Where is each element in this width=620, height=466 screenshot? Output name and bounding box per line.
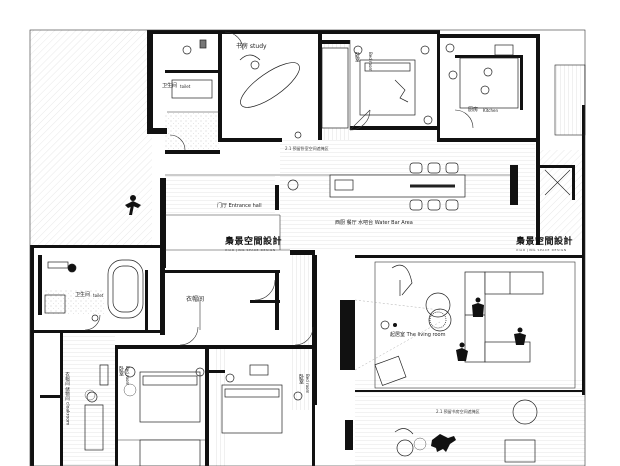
water-bar-furniture — [287, 131, 466, 211]
label-toilet-left: 卫生间 — [75, 292, 91, 298]
terrace-areas — [30, 30, 585, 466]
label-bedroom-right-en: Bed room — [305, 374, 310, 394]
label-toilet-top: 卫生间 — [162, 83, 178, 89]
label-toilet-left-en: toilet — [93, 293, 104, 298]
bedroom-top-furniture — [321, 45, 433, 129]
label-cloakroom: 衣帽间 — [186, 296, 205, 303]
walls — [30, 30, 585, 466]
plant-icon — [84, 383, 427, 451]
bedroom-mid-furniture — [84, 364, 205, 466]
note-bottom: 2.1 预留书房空间遮掩区 — [436, 409, 480, 414]
label-bedroom-top-en: Bed room — [368, 52, 373, 72]
label-bedroom-mid: 卧室 — [118, 366, 124, 376]
label-cloak-study: 衣帽间 储物间 cloakroom — [64, 372, 70, 426]
label-bedroom-mid-en: Bed room — [125, 366, 130, 386]
toilet-left-furniture — [44, 259, 144, 322]
brand-name-right: 梟景空間設計 — [516, 237, 574, 247]
note-top: 2.1 预留卧室空间遮掩区 — [285, 146, 329, 151]
person-figure-icon — [125, 195, 141, 215]
label-study: 书房 study — [236, 43, 267, 50]
sight-lines — [354, 299, 441, 371]
label-kitchen-en: Kitchen — [483, 108, 499, 113]
study-furniture — [171, 39, 300, 108]
right-fixtures — [544, 64, 586, 196]
dog-icon — [431, 434, 456, 452]
label-kitchen: 厨房 — [468, 107, 479, 113]
brand-sub-left: XIAO JING SPACE DESIGN — [225, 248, 276, 252]
brand-sub-right: XIAO JING SPACE DESIGN — [516, 248, 567, 252]
label-water-bar: 西厨 餐厅 水吧台 Water Bar Area — [335, 220, 413, 226]
label-living-room: 起居室 The living room — [390, 332, 446, 338]
door-swings — [84, 31, 474, 346]
label-toilet-top-en: toilet — [180, 84, 191, 89]
bedroom-right-furniture — [221, 364, 303, 434]
living-room-figures — [393, 297, 526, 361]
label-entrance: 门厅 Entrance hall — [217, 203, 262, 209]
label-bedroom-right: 卧室 — [298, 374, 304, 384]
kitchen-furniture — [445, 43, 519, 109]
label-bedroom-top: 卧室 — [354, 52, 360, 62]
brand-name-left: 梟景空間設計 — [225, 237, 283, 247]
